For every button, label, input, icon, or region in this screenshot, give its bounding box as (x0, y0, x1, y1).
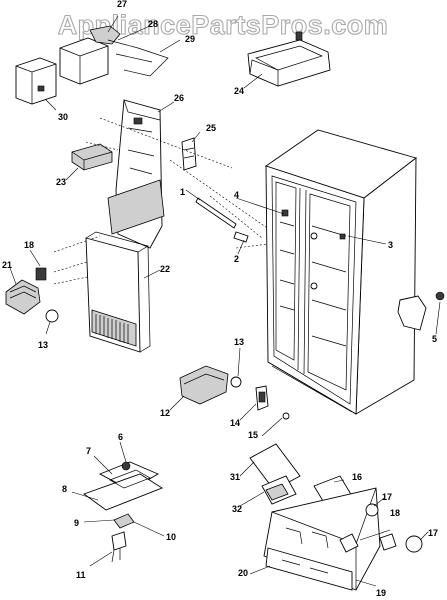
callout-labels: 27 28 29 30 24 26 25 23 1 4 3 2 18 21 22… (2, 0, 438, 598)
callout-12: 12 (160, 408, 170, 418)
callout-18a: 18 (24, 240, 34, 250)
callout-26: 26 (174, 93, 184, 103)
callout-17b: 17 (428, 528, 438, 538)
callout-9: 9 (74, 518, 79, 528)
fan-assembly (43, 15, 181, 111)
callout-11: 11 (76, 570, 86, 580)
callout-27: 27 (117, 0, 127, 9)
callout-8: 8 (62, 484, 67, 494)
callout-22: 22 (160, 264, 170, 274)
callout-20: 20 (238, 568, 248, 578)
light-switch (239, 385, 290, 437)
air-duct-cover (107, 99, 175, 249)
light-housing-left (5, 267, 41, 315)
shelf-rods (185, 189, 249, 255)
damper-control-assembly (71, 441, 165, 567)
light-bulb-left (45, 309, 59, 335)
callout-21: 21 (2, 260, 12, 270)
refrigerator-cabinet (235, 129, 417, 415)
callout-16: 16 (352, 472, 362, 482)
callout-14: 14 (230, 418, 240, 428)
callout-1: 1 (180, 187, 185, 197)
side-hinge-plate (397, 291, 445, 335)
callout-30: 30 (58, 112, 68, 122)
callout-31: 31 (230, 472, 240, 482)
callout-15: 15 (248, 430, 258, 440)
damper-bracket (181, 131, 201, 171)
callout-29: 29 (185, 34, 195, 44)
evaporator-cover (85, 231, 161, 353)
callout-17a: 17 (382, 492, 392, 502)
callout-4: 4 (234, 190, 239, 200)
callout-5: 5 (432, 334, 437, 344)
control-housing-assembly (239, 443, 429, 591)
callout-7: 7 (86, 446, 91, 456)
air-diffuser (65, 143, 113, 181)
callout-6: 6 (118, 432, 123, 442)
callout-32: 32 (232, 504, 242, 514)
callout-2: 2 (234, 254, 239, 264)
callout-28: 28 (148, 19, 158, 29)
callout-23: 23 (56, 177, 66, 187)
callout-18b: 18 (390, 508, 400, 518)
callout-24: 24 (234, 86, 244, 96)
callout-19: 19 (376, 588, 386, 598)
callout-10: 10 (166, 532, 176, 542)
light-socket (29, 249, 47, 281)
callout-13a: 13 (38, 340, 48, 350)
crisper-drawer (243, 31, 331, 89)
thermistor-cover (15, 57, 57, 105)
callout-25: 25 (206, 123, 216, 133)
light-housing-center (169, 347, 242, 411)
callout-3: 3 (388, 240, 393, 250)
callout-13b: 13 (234, 337, 244, 347)
